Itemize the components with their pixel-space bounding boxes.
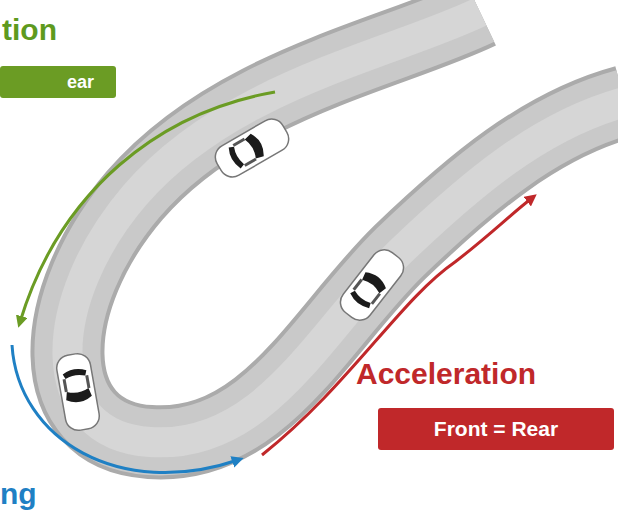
car-windshield <box>244 132 267 161</box>
car-windshield <box>65 388 93 404</box>
car-side-window <box>244 158 257 167</box>
car-body <box>211 114 294 181</box>
car <box>335 245 409 326</box>
car-body <box>55 352 102 433</box>
car <box>55 352 102 433</box>
force-box: ear <box>0 66 116 98</box>
phase-heading: ng <box>0 476 37 512</box>
car-side-window <box>63 379 68 392</box>
car-side-window <box>371 293 381 305</box>
phase-callout: tion ear <box>0 12 120 98</box>
car <box>211 114 294 181</box>
car-body <box>335 245 409 326</box>
force-box: Front = Rear <box>378 408 614 450</box>
cornering-arrow <box>12 345 238 473</box>
phase-heading: Acceleration <box>356 356 618 392</box>
car-rear-window <box>348 289 372 310</box>
car-side-window <box>85 375 90 388</box>
car-rear-window <box>62 367 87 379</box>
car-rear-window <box>226 145 245 170</box>
phase-callout: AccelerationFront = Rear <box>356 356 618 450</box>
phase-heading: tion <box>0 12 120 48</box>
car-side-window <box>233 138 246 147</box>
car-windshield <box>361 269 389 294</box>
car-side-window <box>353 279 363 291</box>
deceleration-arrow <box>20 92 275 322</box>
